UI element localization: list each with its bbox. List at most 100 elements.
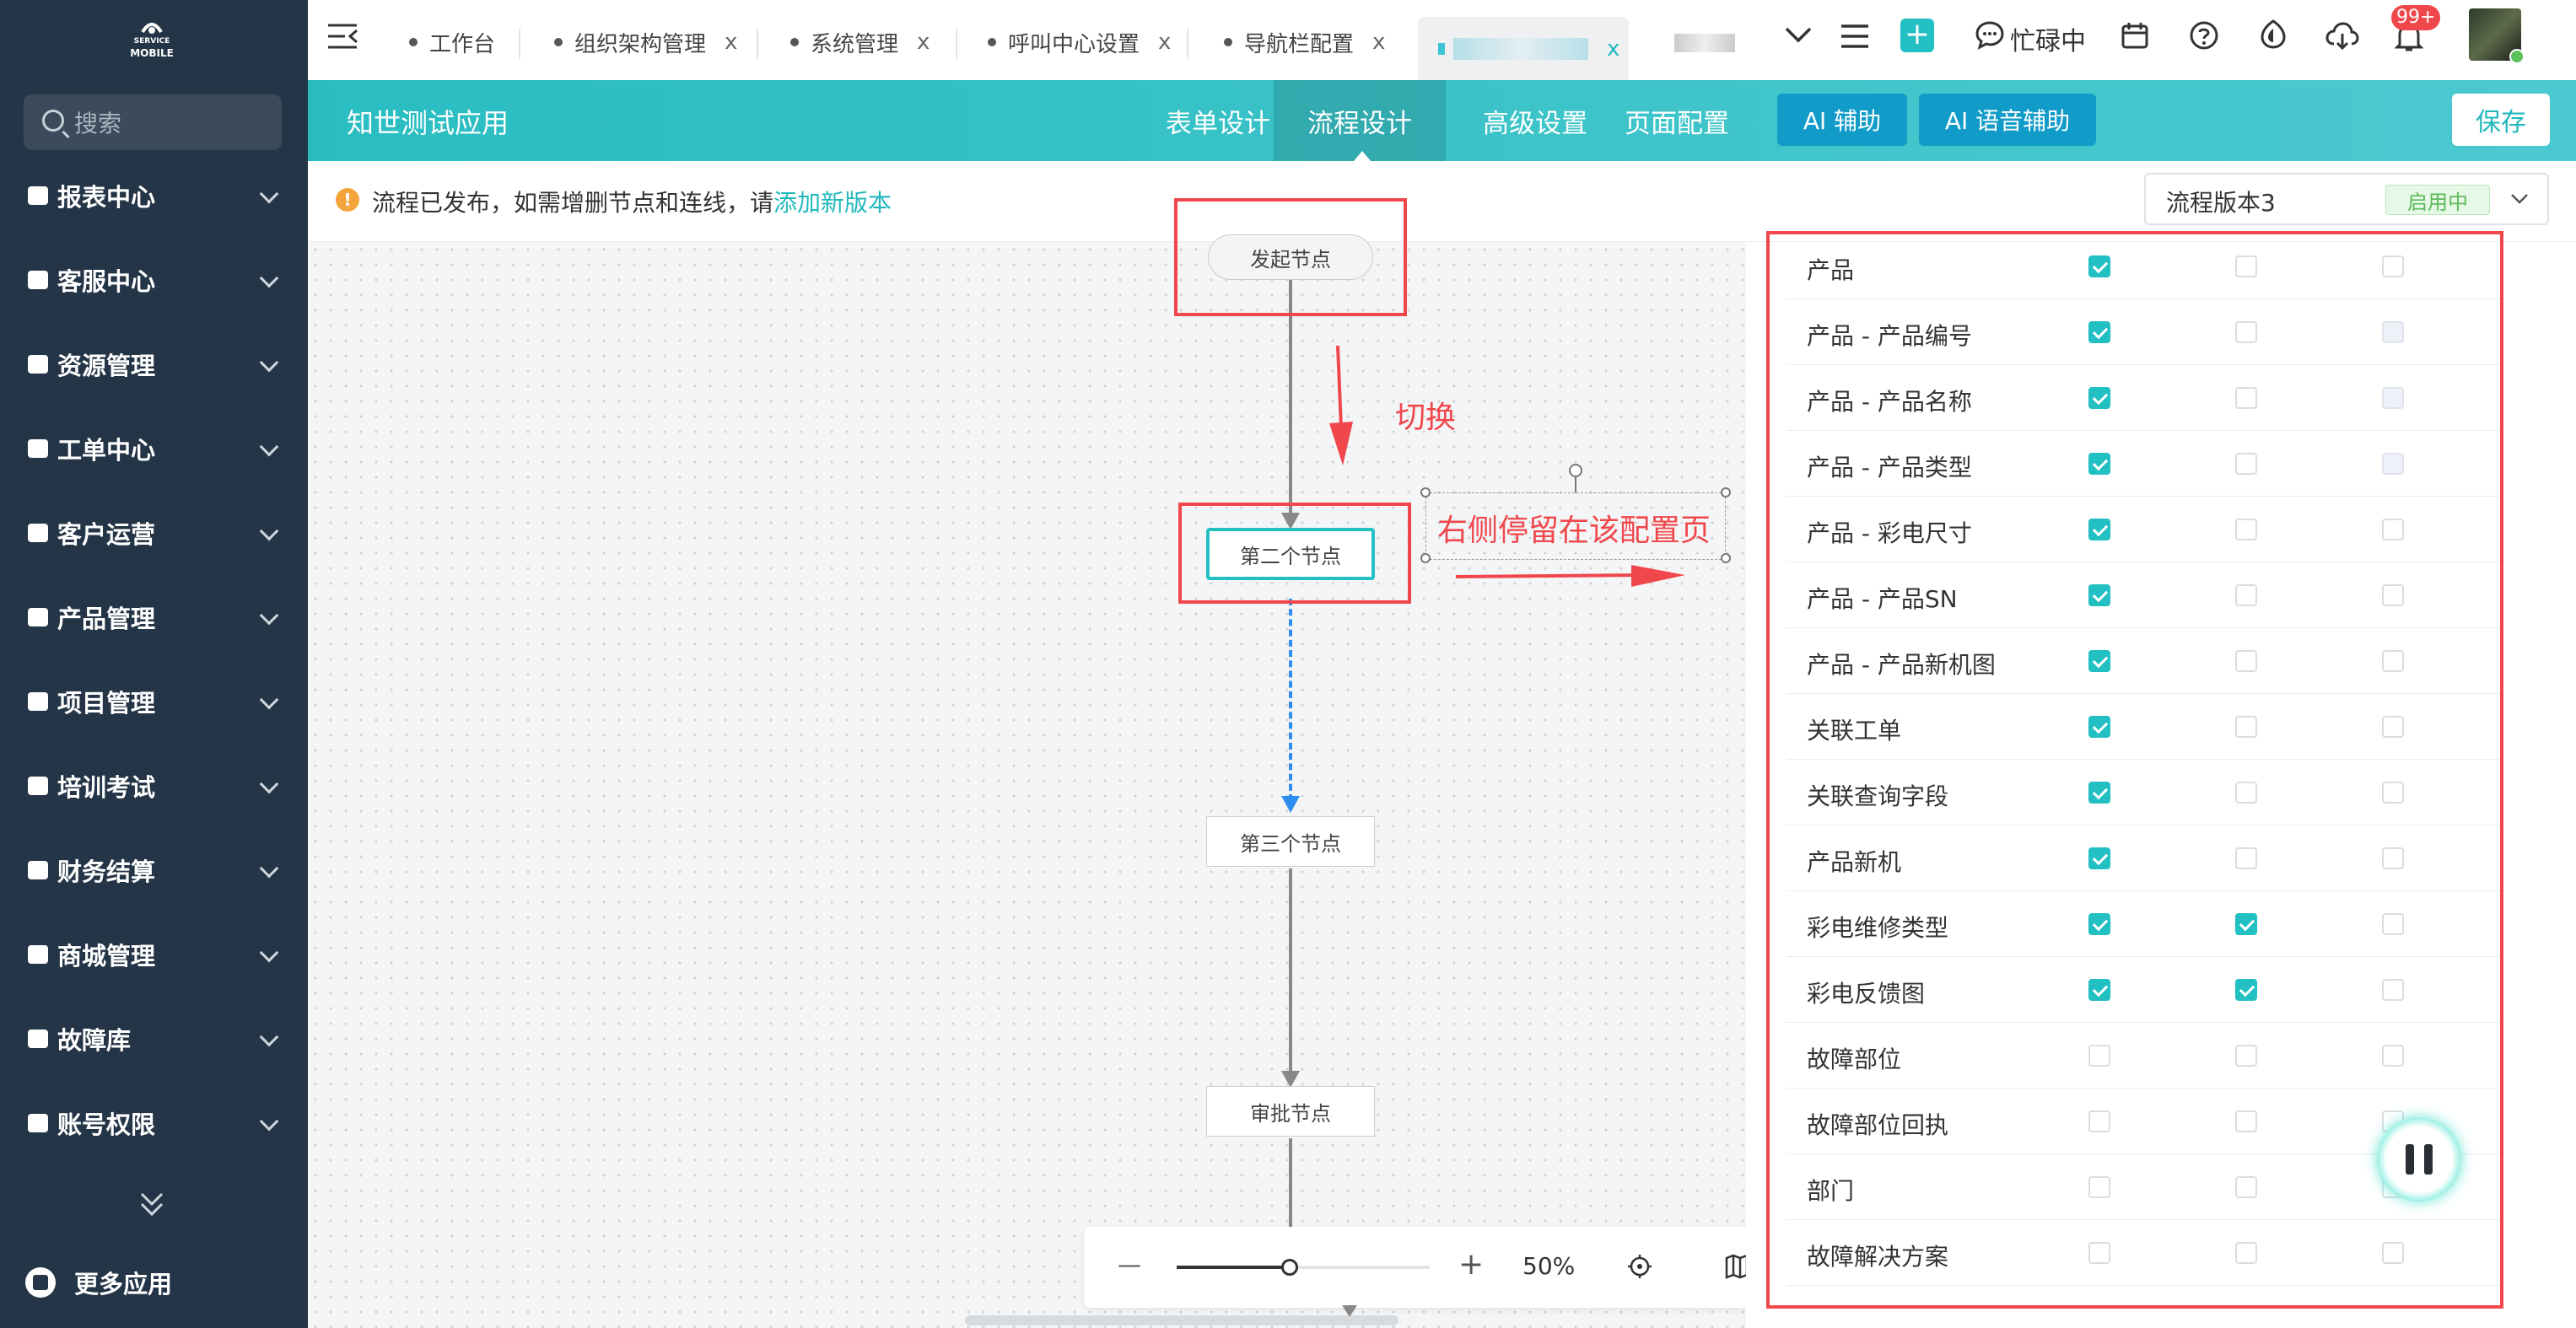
sidebar-item-reports[interactable]: 报表中心 xyxy=(0,153,308,238)
sidebar-item-projects[interactable]: 项目管理 xyxy=(0,659,308,744)
pause-recording-button[interactable] xyxy=(2377,1117,2461,1202)
skin-icon[interactable] xyxy=(2258,19,2288,51)
resize-handle[interactable] xyxy=(1420,553,1431,563)
collapse-menu-icon[interactable] xyxy=(326,22,358,51)
save-button[interactable]: 保存 xyxy=(2452,94,2550,146)
blurred-tab[interactable] xyxy=(1674,34,1735,52)
editable-checkbox[interactable] xyxy=(2235,1110,2257,1132)
tab-page-config[interactable]: 页面配置 xyxy=(1625,108,1729,139)
ai-assist-button[interactable]: AI 辅助 xyxy=(1777,94,1907,146)
cloud-download-icon[interactable] xyxy=(2325,22,2359,51)
close-icon[interactable]: x xyxy=(1158,30,1172,55)
sidebar-item-finance[interactable]: 财务结算 xyxy=(0,828,308,912)
add-icon[interactable]: + xyxy=(1900,19,1934,52)
required-checkbox[interactable] xyxy=(2382,519,2404,540)
tab-flow-design[interactable]: 流程设计 xyxy=(1274,80,1446,161)
resize-handle[interactable] xyxy=(1420,487,1431,497)
horizontal-scrollbar[interactable] xyxy=(965,1315,1398,1325)
required-checkbox[interactable] xyxy=(2382,979,2404,1001)
visible-checkbox[interactable] xyxy=(2088,782,2110,804)
zoom-slider-thumb[interactable] xyxy=(1281,1259,1298,1276)
sidebar-item-customer-ops[interactable]: 客户运营 xyxy=(0,491,308,575)
tab-current-blurred[interactable]: x xyxy=(1418,17,1629,80)
more-apps-button[interactable]: 更多应用 xyxy=(25,1265,172,1300)
flow-canvas[interactable] xyxy=(308,242,1746,1328)
visible-checkbox[interactable] xyxy=(2088,255,2110,277)
editable-checkbox[interactable] xyxy=(2235,1045,2257,1067)
expand-more-icon[interactable] xyxy=(135,1187,169,1221)
editable-checkbox[interactable] xyxy=(2235,847,2257,869)
chat-status-icon[interactable] xyxy=(1975,20,2005,51)
sidebar-item-training[interactable]: 培训考试 xyxy=(0,744,308,828)
required-checkbox[interactable] xyxy=(2382,1242,2404,1264)
close-icon[interactable]: x xyxy=(1607,35,1620,62)
visible-checkbox[interactable] xyxy=(2088,453,2110,475)
visible-checkbox[interactable] xyxy=(2088,847,2110,869)
visible-checkbox[interactable] xyxy=(2088,650,2110,672)
visible-checkbox[interactable] xyxy=(2088,1045,2110,1067)
visible-checkbox[interactable] xyxy=(2088,519,2110,540)
menu-icon[interactable] xyxy=(1840,24,1870,49)
editable-checkbox[interactable] xyxy=(2235,387,2257,409)
visible-checkbox[interactable] xyxy=(2088,584,2110,606)
required-checkbox[interactable] xyxy=(2382,847,2404,869)
tab-advanced-settings[interactable]: 高级设置 xyxy=(1483,108,1587,139)
flow-node-third[interactable]: 第三个节点 xyxy=(1206,816,1375,867)
sidebar-item-mall[interactable]: 商城管理 xyxy=(0,912,308,997)
editable-checkbox[interactable] xyxy=(2235,1176,2257,1198)
editable-checkbox[interactable] xyxy=(2235,1242,2257,1264)
visible-checkbox[interactable] xyxy=(2088,913,2110,935)
editable-checkbox[interactable] xyxy=(2235,650,2257,672)
close-icon[interactable]: x xyxy=(1372,30,1386,55)
required-checkbox[interactable] xyxy=(2382,782,2404,804)
edge-second-third-selected[interactable] xyxy=(1289,599,1292,801)
flow-version-select[interactable]: 流程版本3 启用中 xyxy=(2144,173,2549,225)
editable-checkbox[interactable] xyxy=(2235,255,2257,277)
visible-checkbox[interactable] xyxy=(2088,321,2110,343)
required-checkbox[interactable] xyxy=(2382,716,2404,738)
sidebar-item-resources[interactable]: 资源管理 xyxy=(0,322,308,406)
tab-workbench[interactable]: 工作台 xyxy=(409,17,495,67)
editable-checkbox[interactable] xyxy=(2235,979,2257,1001)
editable-checkbox[interactable] xyxy=(2235,782,2257,804)
visible-checkbox[interactable] xyxy=(2088,1242,2110,1264)
required-checkbox[interactable] xyxy=(2382,255,2404,277)
visible-checkbox[interactable] xyxy=(2088,716,2110,738)
sidebar-item-customer-service[interactable]: 客服中心 xyxy=(0,238,308,322)
search-input[interactable]: 搜索 xyxy=(24,94,282,150)
zoom-slider-track[interactable] xyxy=(1177,1266,1430,1269)
brand-logo[interactable]: SERVICE MOBILE xyxy=(118,20,186,59)
close-icon[interactable]: x xyxy=(917,30,930,55)
visible-checkbox[interactable] xyxy=(2088,1176,2110,1198)
annotation-right-text[interactable]: 右侧停留在该配置页 xyxy=(1437,513,1711,548)
editable-checkbox[interactable] xyxy=(2235,453,2257,475)
minimap-icon[interactable] xyxy=(1725,1254,1749,1279)
visible-checkbox[interactable] xyxy=(2088,1110,2110,1132)
editable-checkbox[interactable] xyxy=(2235,584,2257,606)
rotate-handle[interactable] xyxy=(1569,464,1582,477)
editable-checkbox[interactable] xyxy=(2235,913,2257,935)
zoom-out-button[interactable]: — xyxy=(1118,1250,1141,1278)
locate-icon[interactable] xyxy=(1627,1254,1652,1279)
zoom-in-button[interactable]: + xyxy=(1458,1247,1485,1282)
editable-checkbox[interactable] xyxy=(2235,321,2257,343)
flow-node-approval[interactable]: 审批节点 xyxy=(1206,1086,1375,1137)
sidebar-item-faults[interactable]: 故障库 xyxy=(0,997,308,1081)
visible-checkbox[interactable] xyxy=(2088,979,2110,1001)
flow-node-second-selected[interactable]: 第二个节点 xyxy=(1206,528,1375,580)
required-checkbox[interactable] xyxy=(2382,913,2404,935)
close-icon[interactable]: x xyxy=(725,30,738,55)
chevron-down-icon[interactable] xyxy=(1784,25,1813,44)
visible-checkbox[interactable] xyxy=(2088,387,2110,409)
sidebar-item-products[interactable]: 产品管理 xyxy=(0,575,308,659)
editable-checkbox[interactable] xyxy=(2235,716,2257,738)
required-checkbox[interactable] xyxy=(2382,1045,2404,1067)
annotation-textbox[interactable] xyxy=(1425,492,1726,560)
ai-voice-assist-button[interactable]: AI 语音辅助 xyxy=(1919,94,2096,146)
tab-form-design[interactable]: 表单设计 xyxy=(1166,108,1270,139)
sidebar-item-tickets[interactable]: 工单中心 xyxy=(0,406,308,491)
